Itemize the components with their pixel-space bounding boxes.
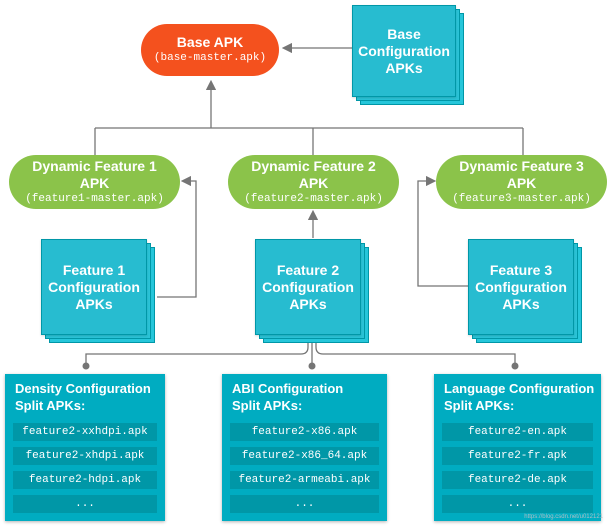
language-split-panel: Language Configuration Split APKs: featu… [434,374,601,521]
abi-split-subtitle: Split APKs: [232,398,303,413]
base-apk-file: (base-master.apk) [153,52,267,64]
feature3-node: Dynamic Feature 3 APK (feature3-master.a… [436,155,607,209]
base-config-apks: Base Configuration APKs [352,5,464,105]
f2-config-line2: Configuration [262,278,354,295]
base-config-line1: Base [387,25,421,42]
language-split-item: feature2-en.apk [442,423,593,441]
density-split-item: feature2-hdpi.apk [13,471,157,489]
abi-split-item: feature2-x86_64.apk [230,447,379,465]
abi-split-more: ... [230,495,379,513]
f3-config-line2: Configuration [475,278,567,295]
feature2-config-apks: Feature 2 Configuration APKs [255,239,369,343]
f1-config-line1: Feature 1 [62,261,126,278]
feature1-config-apks: Feature 1 Configuration APKs [41,239,155,343]
feature1-sub: APK [79,174,110,191]
feature3-config-apks: Feature 3 Configuration APKs [468,239,582,343]
f1-config-line3: APKs [75,295,113,312]
feature3-title: Dynamic Feature 3 [459,157,584,174]
edge-f1config-to-f1 [157,175,197,298]
base-apk-title: Base APK [176,34,244,50]
language-split-more: ... [442,495,593,513]
feature1-file: (feature1-master.apk) [25,192,164,205]
base-config-line2: Configuration [358,42,450,59]
density-split-title: Density Configuration [15,381,151,396]
watermark: https://blog.csdn.net/u012121 [524,514,603,520]
abi-split-item: feature2-armeabi.apk [230,471,379,489]
base-config-line3: APKs [385,59,423,76]
f2-config-line1: Feature 2 [276,261,340,278]
feature3-file: (feature3-master.apk) [452,192,591,205]
abi-split-panel: ABI Configuration Split APKs: feature2-x… [222,374,387,521]
feature2-file: (feature2-master.apk) [244,192,383,205]
abi-split-title: ABI Configuration [232,381,344,396]
language-split-title: Language Configuration [444,381,595,396]
base-apk-node: Base APK (base-master.apk) [141,24,279,76]
language-split-item: feature2-fr.apk [442,447,593,465]
feature2-sub: APK [298,174,329,191]
feature1-title: Dynamic Feature 1 [32,157,157,174]
feature2-title: Dynamic Feature 2 [251,157,376,174]
abi-split-item: feature2-x86.apk [230,423,379,441]
language-split-subtitle: Split APKs: [444,398,515,413]
density-split-item: feature2-xxhdpi.apk [13,423,157,441]
feature1-node: Dynamic Feature 1 APK (feature1-master.a… [9,155,180,209]
language-split-item: feature2-de.apk [442,471,593,489]
edge-splits-to-f2config [85,340,309,366]
feature2-node: Dynamic Feature 2 APK (feature2-master.a… [228,155,399,209]
f2-config-line3: APKs [289,295,327,312]
density-split-panel: Density Configuration Split APKs: featur… [5,374,165,521]
density-split-item: feature2-xhdpi.apk [13,447,157,465]
f3-config-line1: Feature 3 [489,261,553,278]
feature3-sub: APK [506,174,537,191]
edge-f3config-to-f3 [417,175,470,287]
density-split-subtitle: Split APKs: [15,398,86,413]
f1-config-line2: Configuration [48,278,140,295]
f3-config-line3: APKs [502,295,540,312]
density-split-more: ... [13,495,157,513]
